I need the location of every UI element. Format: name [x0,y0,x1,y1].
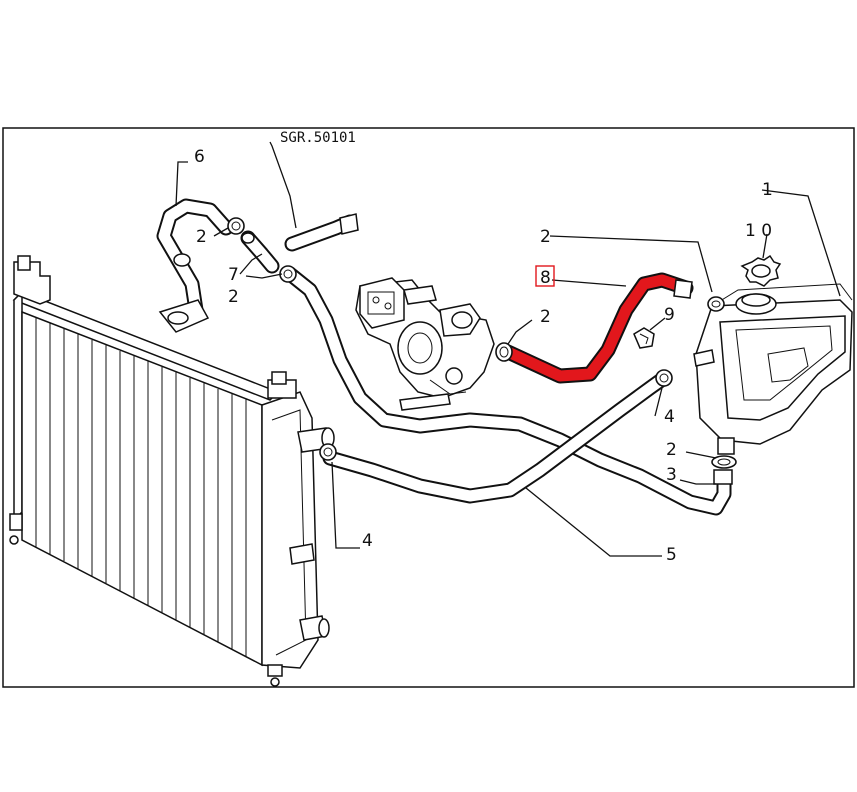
filler-cap [740,254,782,287]
callout-2-top: 2 [540,227,551,247]
intake-pipe [284,213,359,252]
diagram-frame [2,127,855,688]
radiator [9,255,335,687]
callout-6: 6 [194,147,205,167]
callout-8-box [535,265,555,287]
hose-clip [633,327,655,349]
callout-7: 7 [228,265,239,285]
leader-lines [175,141,841,557]
clamps [227,217,737,469]
callout-2-hose7: 2 [228,287,239,307]
callout-4-tank: 4 [664,407,675,427]
hose-6 [156,198,234,333]
callout-5: 5 [666,545,677,565]
hose-4 [322,370,672,504]
callout-2-tank: 2 [666,440,677,460]
callout-4-radiator: 4 [362,531,373,551]
callout-2-hose6: 2 [196,227,207,247]
expansion-tank [693,283,853,455]
hose-3 [713,469,733,485]
hose-8-highlighted [500,272,694,384]
hose-5 [282,266,732,516]
turbocharger-assembly [355,277,495,411]
callout-9: 9 [664,305,675,325]
hose-7 [240,230,280,274]
callout-2-turbo: 2 [540,307,551,327]
callout-3: 3 [666,465,677,485]
drawing-code: SGR.50101 [280,130,356,146]
callout-8: 8 [540,268,551,288]
callout-1: 1 [762,180,773,200]
callout-10: 1 0 [745,221,772,241]
